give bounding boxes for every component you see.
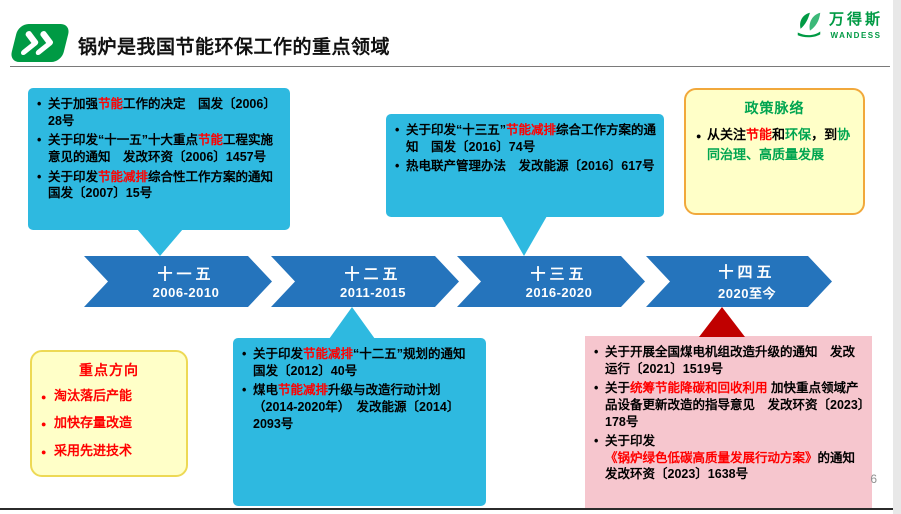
- bottom-divider: [0, 508, 893, 510]
- callout-14th-five-year-plan: 关于开展全国煤电机组改造升级的通知 发改运行〔2021〕1519号关于统筹节能降…: [585, 336, 872, 508]
- policy-list-12th: 关于印发节能减排“十二五”规划的通知 国发〔2012〕40号煤电节能减排升级与改…: [240, 346, 479, 432]
- text-segment: 关于印发: [605, 434, 656, 449]
- text-segment: “十二五”规划的通知 国发〔2012〕40号: [253, 347, 479, 378]
- policy-item: 关于印发节能减排综合性工作方案的通知 国发〔2007〕15号: [35, 169, 286, 202]
- text-segment: 采用先进技术: [54, 442, 133, 458]
- connector-triangle-14th: [699, 307, 745, 337]
- text-segment: 煤电: [253, 383, 279, 398]
- policy-item: 加快存量改造: [40, 414, 178, 431]
- callout-policy-context: 政策脉络 从关注节能和环保，到协同治理、高质量发展: [684, 88, 865, 215]
- text-segment: 节能减排: [506, 123, 557, 137]
- policy-item: 关于印发“十一五”十大重点节能工程实施意见的通知 发改环资〔2006〕1457号: [35, 132, 283, 165]
- policy-item: 关于印发“十三五”节能减排综合工作方案的通知 国发〔2016〕74号: [393, 122, 657, 155]
- key-directions-title: 重点方向: [79, 362, 139, 378]
- callout-key-directions: 重点方向 淘汰落后产能加快存量改造采用先进技术: [30, 350, 188, 477]
- slide-marker-icon: [9, 24, 71, 62]
- period-title: 十四五: [718, 264, 776, 281]
- text-segment: 协同治理、高质量发展: [707, 127, 851, 162]
- logo-subname: WANDESS: [830, 31, 882, 40]
- text-segment: 关于开展全国煤电机组改造升级的通知 发改运行〔2021〕1519号: [605, 345, 856, 376]
- policy-list-14th: 关于开展全国煤电机组改造升级的通知 发改运行〔2021〕1519号关于统筹节能降…: [592, 344, 868, 483]
- text-segment: 工作的决定 国发〔2006〕28号: [48, 97, 276, 128]
- connector-triangle-13th: [501, 216, 547, 256]
- text-segment: 工程实施意见的通知 发改环资〔2006〕1457号: [48, 133, 274, 164]
- page-title: 锅炉是我国节能环保工作的重点领域: [78, 37, 391, 58]
- text-segment: 节能: [98, 97, 124, 111]
- text-segment: 热电联产管理办法 发改能源〔2016〕617号: [406, 159, 655, 174]
- text-segment: 综合工作方案的通知 国发〔2016〕74号: [406, 123, 657, 154]
- text-segment: 节能: [746, 127, 773, 142]
- timeline-period-11th: 十一五 2006-2010: [84, 256, 272, 307]
- text-segment: 关于加强: [48, 97, 99, 111]
- policy-item: 关于印发节能减排“十二五”规划的通知 国发〔2012〕40号: [240, 346, 479, 379]
- callout-13th-five-year-plan: 关于印发“十三五”节能减排综合工作方案的通知 国发〔2016〕74号热电联产管理…: [386, 114, 664, 217]
- callout-12th-five-year-plan: 关于印发节能减排“十二五”规划的通知 国发〔2012〕40号煤电节能减排升级与改…: [233, 338, 486, 506]
- timeline-period-13th: 十三五 2016-2020: [457, 256, 645, 307]
- period-years: 2006-2010: [152, 285, 220, 300]
- timeline-period-12th: 十二五 2011-2015: [271, 256, 459, 307]
- text-segment: ，到: [811, 127, 838, 142]
- text-segment: 和: [772, 127, 786, 142]
- text-segment: 关于: [605, 381, 631, 396]
- period-title: 十二五: [344, 266, 402, 283]
- right-edge-strip: [893, 0, 901, 514]
- text-segment: 的通知 发改环资〔2023〕1638号: [605, 450, 868, 482]
- key-directions-list: 淘汰落后产能加快存量改造采用先进技术: [40, 387, 178, 459]
- policy-item: 关于开展全国煤电机组改造升级的通知 发改运行〔2021〕1519号: [592, 344, 865, 377]
- policy-list-11th: 关于加强节能工作的决定 国发〔2006〕28号关于印发“十一五”十大重点节能工程…: [35, 96, 286, 202]
- period-years: 2011-2015: [340, 285, 406, 300]
- connector-triangle-11th: [137, 229, 183, 256]
- text-segment: 加快重点领域产品设备更新改造的指导意见 发改环资〔2023〕178号: [605, 381, 865, 429]
- text-segment: 《锅炉绿色低碳高质量发展行动方案》: [605, 450, 818, 465]
- logo-leaf-icon: [797, 12, 821, 38]
- text-segment: 从关注: [707, 127, 747, 142]
- page-number: 6: [870, 472, 877, 486]
- policy-item: 关于统筹节能降碳和回收利用 加快重点领域产品设备更新改造的指导意见 发改环资〔2…: [592, 380, 865, 430]
- policy-context-title: 政策脉络: [744, 100, 805, 116]
- policy-item: 关于加强节能工作的决定 国发〔2006〕28号: [35, 96, 283, 129]
- text-segment: 加快存量改造: [54, 415, 133, 431]
- text-segment: 关于印发“十三五”: [406, 123, 507, 137]
- logo-name: 万得斯: [828, 11, 883, 28]
- text-segment: 环保: [785, 127, 812, 142]
- company-logo: 万得斯 WANDESS: [794, 8, 883, 40]
- text-segment: 关于印发: [253, 347, 304, 361]
- policy-item: 关于印发《锅炉绿色低碳高质量发展行动方案》的通知 发改环资〔2023〕1638号: [592, 433, 868, 483]
- text-segment: 淘汰落后产能: [54, 388, 133, 403]
- policy-item: 淘汰落后产能: [40, 387, 178, 404]
- text-segment: 关于印发“十一五”十大重点: [48, 133, 199, 148]
- text-segment: 节能: [198, 133, 224, 148]
- policy-item: 煤电节能减排升级与改造行动计划（2014-2020年） 发改能源〔2014〕20…: [240, 382, 479, 432]
- period-title: 十三五: [530, 266, 588, 283]
- timeline-period-14th: 十四五 2020至今: [646, 256, 832, 307]
- callout-11th-five-year-plan: 关于加强节能工作的决定 国发〔2006〕28号关于印发“十一五”十大重点节能工程…: [28, 88, 290, 230]
- period-years: 2020至今: [718, 286, 776, 301]
- policy-item: 采用先进技术: [40, 442, 178, 459]
- period-title: 十一五: [157, 266, 215, 283]
- text-segment: 综合性工作方案的通知 国发〔2007〕15号: [48, 169, 286, 201]
- connector-triangle-12th: [329, 307, 375, 339]
- text-segment: 节能减排: [303, 347, 354, 361]
- policy-context-list: 从关注节能和环保，到协同治理、高质量发展: [694, 125, 855, 164]
- policy-item: 热电联产管理办法 发改能源〔2016〕617号: [393, 158, 657, 175]
- period-years: 2016-2020: [525, 285, 593, 300]
- text-segment: 升级与改造行动计划（2014-2020年） 发改能源〔2014〕2093号: [253, 383, 460, 431]
- text-segment: 节能减排: [278, 383, 329, 398]
- text-segment: 节能减排: [98, 169, 149, 184]
- policy-list-13th: 关于印发“十三五”节能减排综合工作方案的通知 国发〔2016〕74号热电联产管理…: [393, 122, 657, 175]
- text-segment: 关于印发: [48, 169, 99, 184]
- policy-item: 从关注节能和环保，到协同治理、高质量发展: [694, 125, 855, 164]
- header-divider: [10, 66, 890, 67]
- text-segment: 统筹节能降碳和回收利用: [630, 381, 768, 396]
